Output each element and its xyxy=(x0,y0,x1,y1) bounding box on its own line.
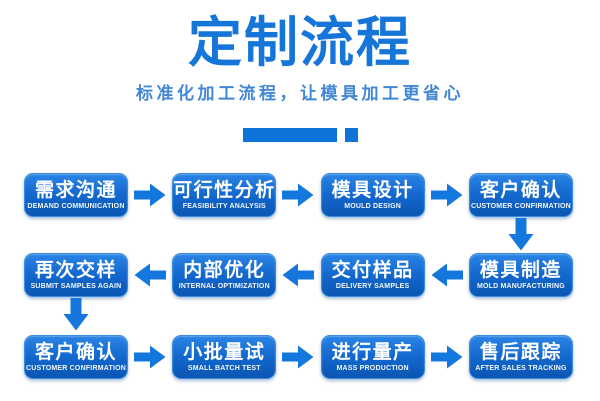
flow-step-mass-production: 进行量产 MASS PRODUCTION xyxy=(320,335,425,379)
arrow-left-icon xyxy=(134,263,167,287)
flow-step-submit-samples-again: 再次交样 SUBMIT SAMPLES AGAIN xyxy=(24,253,128,297)
step-title-zh: 模具制造 xyxy=(479,259,562,281)
step-subtitle-en: DEMAND COMMUNICATION xyxy=(27,202,125,210)
step-subtitle-en: FEASIBILITY ANALYSIS xyxy=(182,202,266,210)
arrow-left-icon xyxy=(282,263,315,287)
step-subtitle-en: SUBMIT SAMPLES AGAIN xyxy=(30,282,122,290)
arrow-right-icon xyxy=(134,183,166,207)
flow-step-demand-communication: 需求沟通 DEMAND COMMUNICATION xyxy=(24,173,128,217)
arrow-right-icon xyxy=(282,345,314,369)
flow-step-delivery-samples: 交付样品 DELIVERY SAMPLES xyxy=(320,253,425,297)
divider-bar xyxy=(242,128,337,142)
flow-step-small-batch-test: 小批量试 SMALL BATCH TEST xyxy=(172,335,277,379)
step-title-zh: 再次交样 xyxy=(34,259,117,281)
page-subtitle: 标准化加工流程，让模具加工更省心 xyxy=(136,84,464,103)
flow-step-after-sales-tracking: 售后跟踪 AFTER SALES TRACKING xyxy=(468,335,573,379)
arrow-left-icon xyxy=(431,263,463,287)
flow-row-2: 再次交样 SUBMIT SAMPLES AGAIN 内部优化 INTERNAL … xyxy=(24,253,573,297)
step-subtitle-en: CUSTOMER CONFIRMATION xyxy=(26,364,126,372)
step-title-zh: 交付样品 xyxy=(331,259,414,281)
step-title-zh: 需求沟通 xyxy=(34,179,117,201)
arrow-right-icon xyxy=(134,345,166,369)
flow-step-customer-confirmation-1: 客户确认 CUSTOMER CONFIRMATION xyxy=(468,173,573,217)
arrow-right-icon xyxy=(430,345,463,369)
step-title-zh: 客户确认 xyxy=(34,341,117,363)
page-title: 定制流程 xyxy=(188,13,412,73)
flow-row-3: 客户确认 CUSTOMER CONFIRMATION 小批量试 SMALL BA… xyxy=(24,335,573,379)
flow-row-1: 需求沟通 DEMAND COMMUNICATION 可行性分析 FEASIBIL… xyxy=(24,173,573,217)
flow-step-feasibility-analysis: 可行性分析 FEASIBILITY ANALYSIS xyxy=(172,173,277,217)
step-title-zh: 客户确认 xyxy=(479,179,562,201)
step-title-zh: 进行量产 xyxy=(331,341,414,363)
step-subtitle-en: MOULD DESIGN xyxy=(344,202,402,210)
step-title-zh: 内部优化 xyxy=(183,259,266,281)
step-title-zh: 小批量试 xyxy=(183,341,266,363)
flow-step-internal-optimization: 内部优化 INTERNAL OPTIMIZATION xyxy=(172,253,277,297)
flow-step-mould-design: 模具设计 MOULD DESIGN xyxy=(320,173,425,217)
step-subtitle-en: MOLD MANUFACTURING xyxy=(476,282,565,290)
title-divider xyxy=(0,128,600,142)
step-subtitle-en: DELIVERY SAMPLES xyxy=(335,282,410,290)
flow-step-mold-manufacturing: 模具制造 MOLD MANUFACTURING xyxy=(468,253,573,297)
arrow-down-icon xyxy=(63,298,89,331)
arrow-right-icon xyxy=(430,183,463,207)
step-subtitle-en: AFTER SALES TRACKING xyxy=(475,364,567,372)
divider-square xyxy=(344,128,358,142)
step-subtitle-en: CUSTOMER CONFIRMATION xyxy=(470,202,571,210)
step-subtitle-en: MASS PRODUCTION xyxy=(336,364,409,372)
step-title-zh: 模具设计 xyxy=(331,179,414,201)
arrow-down-icon xyxy=(508,218,534,251)
step-title-zh: 售后跟踪 xyxy=(479,341,562,363)
step-subtitle-en: SMALL BATCH TEST xyxy=(187,364,261,372)
flow-step-customer-confirmation-2: 客户确认 CUSTOMER CONFIRMATION xyxy=(24,335,128,379)
arrow-right-icon xyxy=(282,183,314,207)
step-title-zh: 可行性分析 xyxy=(173,179,276,201)
step-subtitle-en: INTERNAL OPTIMIZATION xyxy=(178,282,270,290)
